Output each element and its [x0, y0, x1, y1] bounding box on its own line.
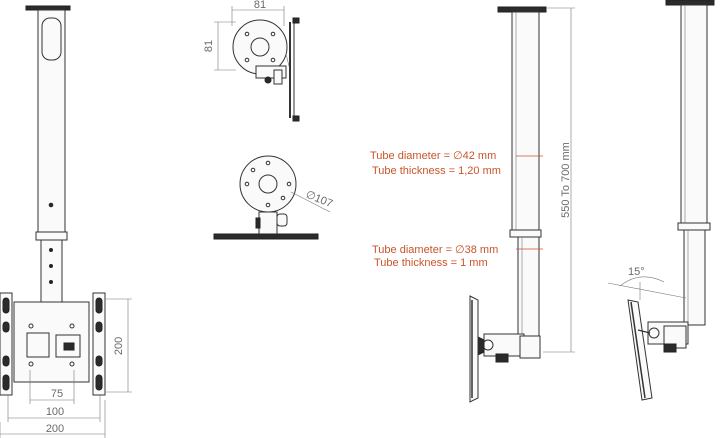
side-view: 550 To 700 mm Tube diameter = ∅42 mm Tub…: [370, 6, 575, 403]
side-tube-collar: [509, 229, 542, 238]
front-ceiling-plate: [25, 5, 71, 11]
front-plate-hole: [69, 323, 75, 329]
side-upper-tube: [511, 11, 540, 231]
front-tube-slot: [41, 17, 62, 61]
front-tube-collar: [35, 231, 68, 241]
top-center-hole: [250, 37, 270, 57]
front-view: 200 75 100 200: [0, 5, 132, 438]
front-rail-slot: [2, 321, 10, 333]
front-tube-hole: [48, 202, 54, 208]
front-rail-slot: [2, 374, 10, 391]
tilt-angle-label: 15°: [628, 266, 645, 278]
ceiling-neck: [258, 211, 278, 235]
front-lower-hole: [49, 264, 53, 268]
front-lower-hole: [49, 248, 53, 252]
tilt-angle-reference: [607, 282, 687, 299]
ceiling-diameter-label: ∅107: [304, 189, 334, 211]
front-rail-left: [0, 292, 13, 396]
upper-tube-diameter: Tube diameter = ∅42 mm: [370, 150, 496, 162]
ceiling-knob: [276, 213, 288, 227]
side-lower-tube: [517, 236, 540, 338]
front-plate-hole: [69, 361, 75, 367]
tilt-lower-tube: [683, 229, 706, 326]
side-tv-plate: [469, 295, 479, 403]
front-outer-spacing-label: 100: [46, 406, 64, 418]
ceiling-plate-detail-view: ∅107: [213, 155, 334, 240]
front-rail-slot: [95, 321, 103, 333]
front-plate-width-label: 200: [46, 423, 64, 435]
ceiling-base-plate: [213, 233, 319, 240]
ceiling-diameter-leader: [290, 191, 331, 213]
tilt-angle-arc: [619, 276, 665, 287]
lower-tube-diameter: Tube diameter = ∅38 mm: [372, 244, 498, 256]
front-plate-hole: [28, 323, 34, 329]
tilt-tv-plate: [627, 299, 653, 401]
front-plate-height-label: 200: [113, 337, 125, 355]
top-plate-width-label: 81: [254, 0, 266, 11]
front-rail-slot: [95, 374, 103, 391]
front-rail-slot: [2, 297, 10, 314]
tilt-ceiling-plate: [665, 0, 715, 6]
tilt-upper-tube: [680, 4, 708, 224]
side-ceiling-plate: [497, 6, 547, 13]
tilted-side-view: 15°: [607, 0, 715, 401]
front-rail-slot: [95, 355, 103, 367]
top-plate-height-label: 81: [203, 40, 215, 52]
ceiling-center-hole: [258, 174, 278, 194]
front-lower-hole: [49, 280, 53, 284]
front-plate-hole: [28, 361, 34, 367]
front-rail-slot: [2, 355, 10, 367]
front-bracket-box: [26, 332, 50, 358]
tilt-tube-collar: [677, 222, 711, 231]
front-rail-slot: [95, 297, 103, 314]
front-bracket-knob-core: [63, 342, 75, 351]
front-rail-right: [92, 292, 106, 396]
height-range-label: 550 To 700 mm: [560, 142, 572, 218]
top-detail-view: 81 81: [203, 0, 300, 122]
front-inner-spacing-label: 75: [51, 388, 63, 400]
upper-tube-thickness: Tube thickness = 1,20 mm: [372, 165, 501, 177]
lower-tube-thickness: Tube thickness = 1 mm: [374, 257, 488, 269]
